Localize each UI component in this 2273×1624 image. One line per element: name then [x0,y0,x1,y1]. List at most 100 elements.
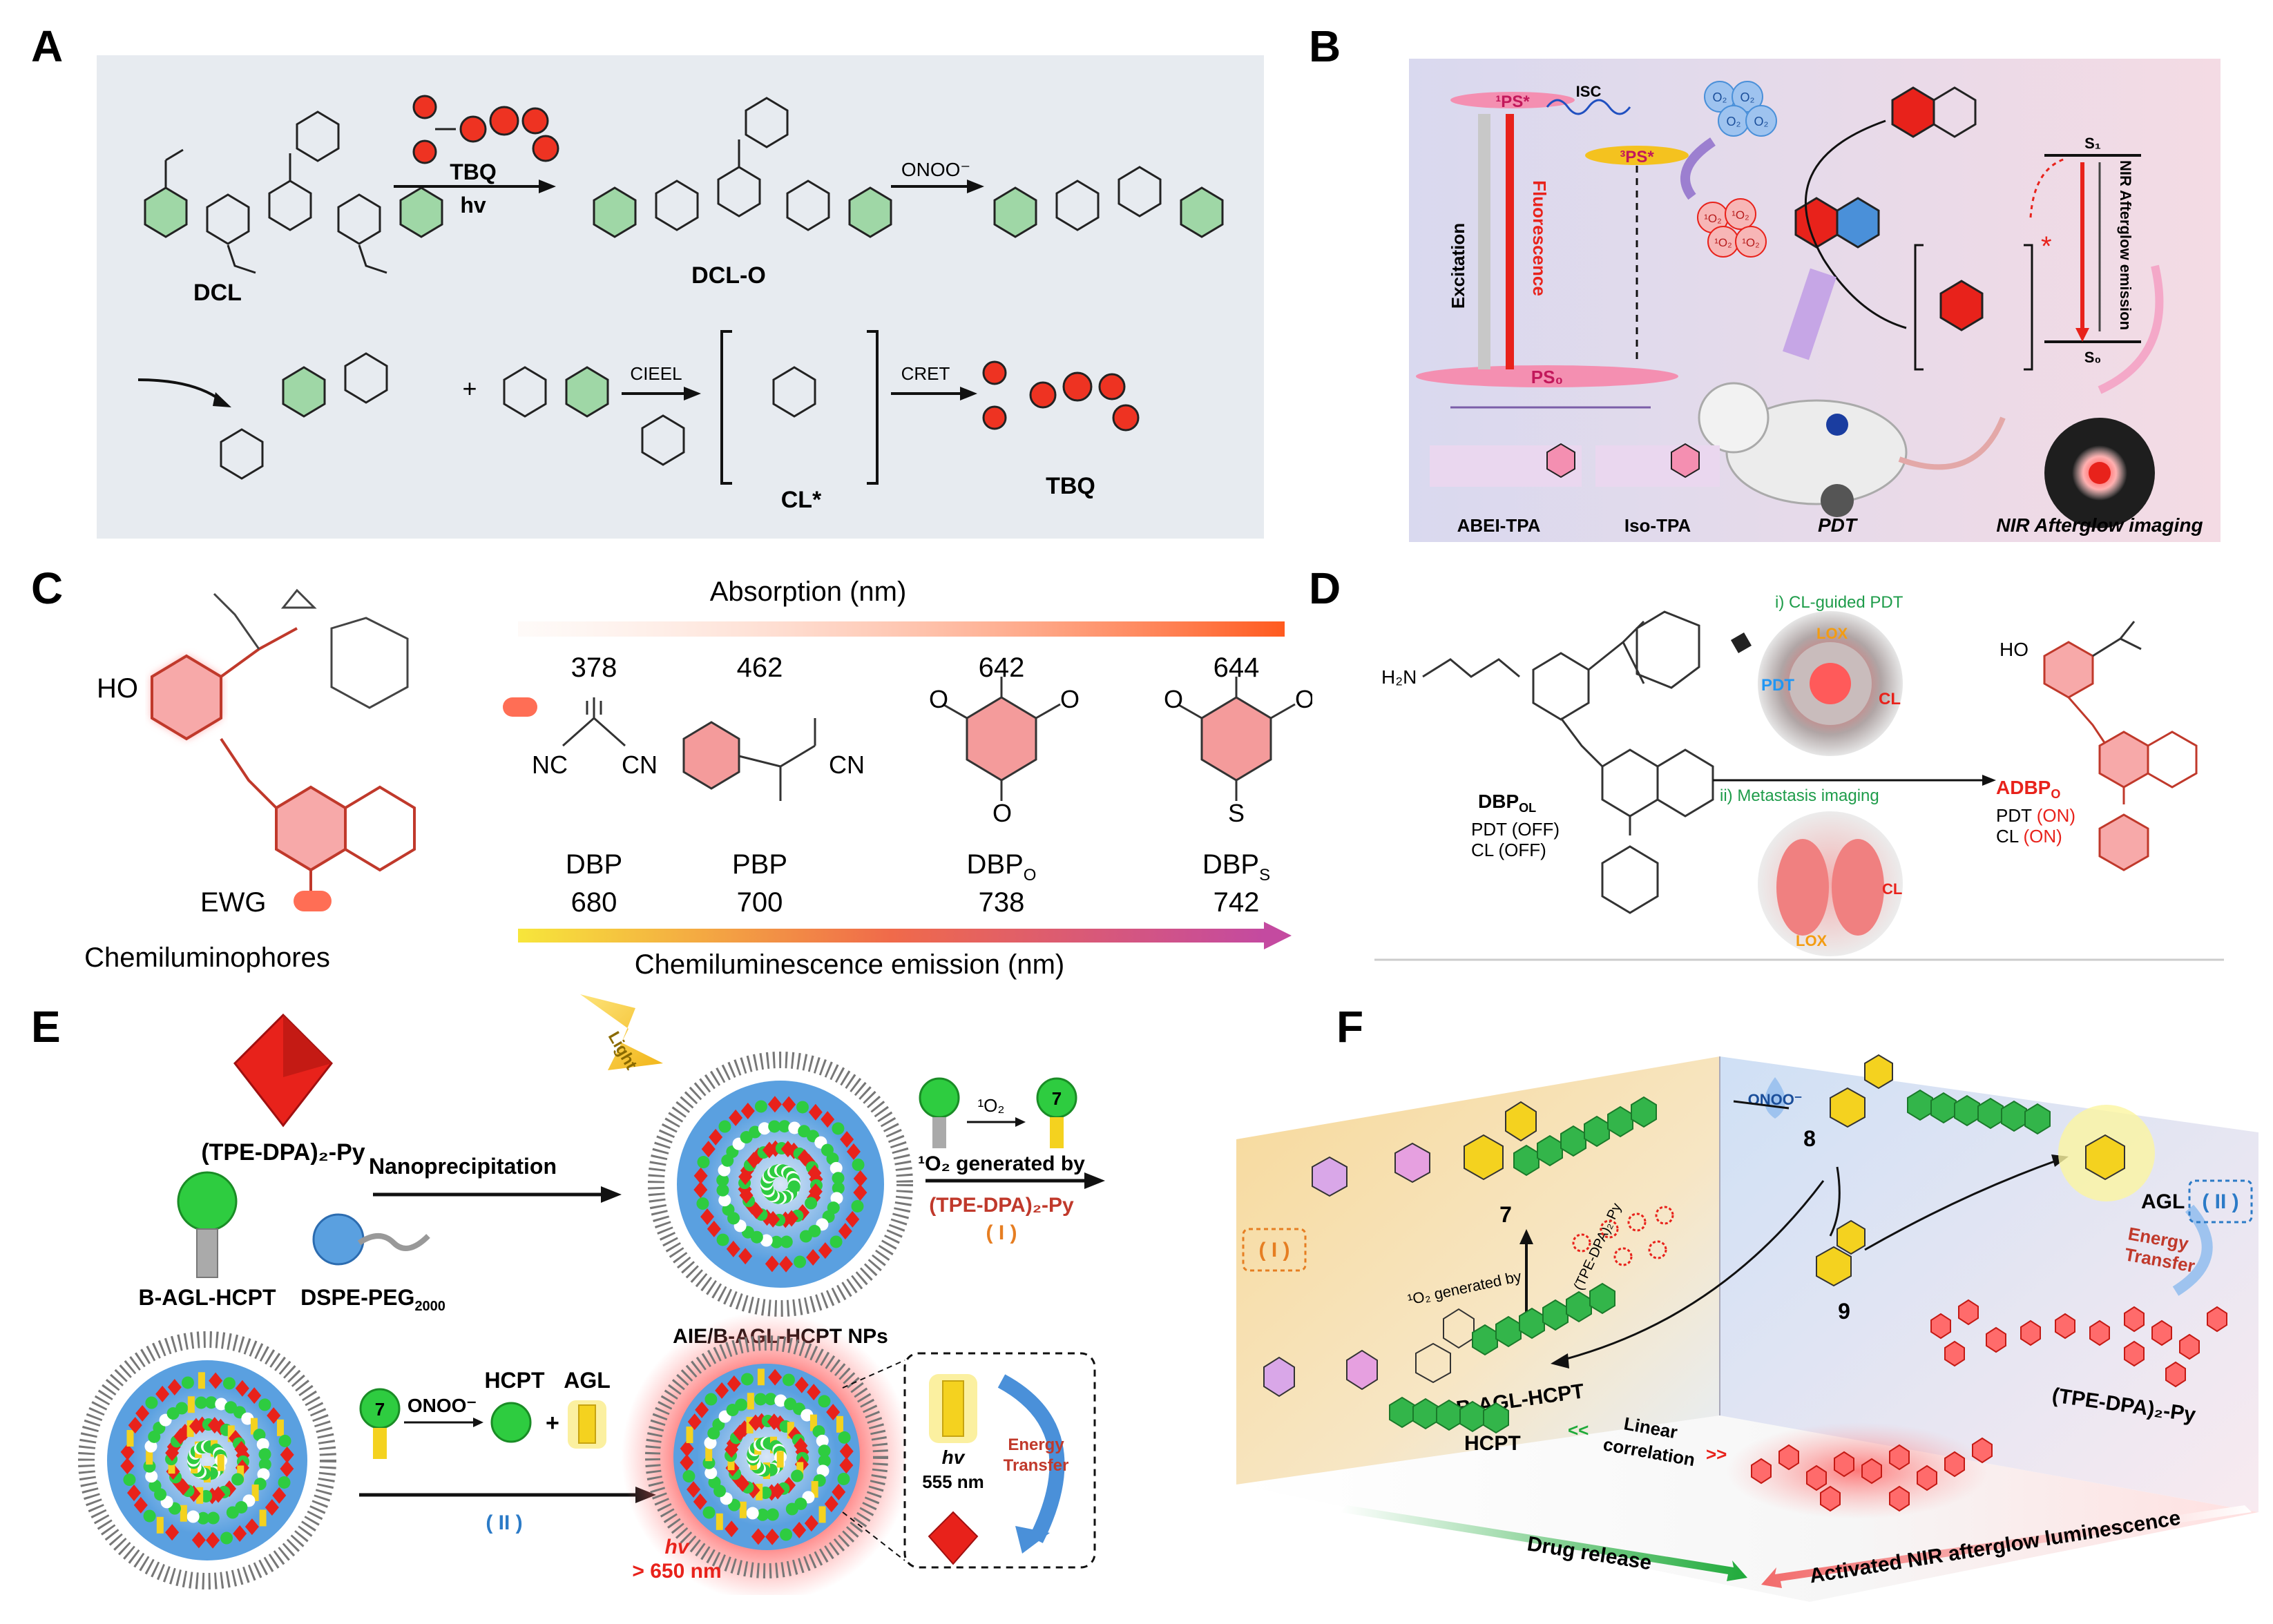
dbps-o-right: O [1295,685,1312,713]
hv-inset-label: hv [942,1447,966,1468]
np-particle [716,1183,729,1197]
ps3-level [1585,146,1689,165]
np-particle [278,1476,291,1489]
np-tpe-core [127,1485,142,1502]
np-agl-rod [716,1513,723,1530]
pdt-on-label: PDT (ON) [1996,805,2075,826]
np-tpe-core [695,1401,709,1418]
np-tpe-core [794,1376,809,1393]
ps1-level [1450,92,1575,108]
np-tpe-core [807,1384,821,1401]
phthalate-structure [1939,280,1984,331]
np-particle [794,1255,807,1268]
dcl-label: DCL [193,280,242,306]
panel-f: ONOO⁻ 7 ¹O₂ generated by (TPE-DPA)₂-Py (… [1236,1054,2258,1602]
isc-wave [1546,99,1631,115]
dbpol-structure [1422,610,1714,914]
tpe-ring [1958,1299,1979,1326]
np-particle [197,1511,210,1525]
absorption-value-0: 378 [571,652,617,683]
np-particle [704,1467,718,1480]
tpe-ring [1930,1313,1951,1340]
np-agl-rod [811,1480,818,1498]
tpe-ring [2089,1320,2110,1346]
np-particle [123,1473,136,1487]
compound7-stem [1050,1117,1064,1148]
np-particle [837,1472,850,1485]
np-tpe-core [738,1248,753,1265]
singlet-o2-label-2: ¹O₂ [1732,209,1749,222]
ewg-marker [503,697,537,717]
dbps-acceptor [1177,677,1296,801]
adamantanone-structure [641,414,685,466]
np-particle [778,1120,791,1133]
nm555-label: 555 nm [922,1471,984,1492]
np-tpe-core [839,1457,854,1474]
emission-value-2: 738 [979,887,1025,918]
np-tpe-core [748,1414,763,1431]
np-tpe-core [853,1170,867,1187]
agl-label-e: AGL [564,1368,611,1393]
np-tpe-core [211,1486,226,1503]
np-particle [816,1464,829,1478]
np-agl-rod [146,1448,153,1465]
dbps-s-bottom: S [1228,799,1245,827]
tpe-ring [1751,1458,1772,1485]
tpe-ring [2151,1320,2172,1346]
np-particle [756,1508,769,1521]
ewg-label: EWG [200,887,267,918]
np-tpe-core [135,1404,150,1422]
np-particle [148,1479,162,1492]
s1-label: S₁ [2084,135,2101,152]
nir-glow-floor [1727,1422,1989,1519]
compound7-label-f: 7 [1499,1202,1512,1227]
step2-label-e: ( II ) [486,1511,522,1534]
nanoprecip-arrowhead [601,1186,622,1203]
hcpt-chain-1 [1513,1096,1657,1177]
np-particle [774,1394,787,1407]
np-particle [768,1120,781,1133]
pbp-acceptor [682,718,816,801]
np-tpe-core [765,1528,780,1545]
np-agl-rod [276,1419,284,1436]
fluorescence-label: Fluorescence [1529,180,1550,296]
dbpo-o-left: O [929,685,948,713]
np-agl-rod [757,1369,765,1386]
np3-shell [673,1364,860,1550]
hcpt-ring [1472,1324,1498,1356]
np-tpe-core [727,1375,741,1393]
hcpt-ring [1560,1125,1586,1157]
np-tpe-core [838,1223,852,1240]
np-tpe-core [693,1167,708,1184]
np-particle [256,1438,269,1451]
np-particle [829,1161,843,1174]
np-particle [780,1235,793,1248]
tpe-ring [1944,1340,1965,1367]
onoo-arrowhead [473,1418,483,1427]
np-tpe-core [687,1413,702,1431]
skull-icon [1821,484,1854,517]
pdt-burst-label: PDT [1761,676,1794,695]
excited-star: * [2041,231,2052,262]
np-agl-rod [187,1396,195,1413]
np-tpe-core [840,1131,854,1148]
panel-b: ¹PS* PS₀ Excitation Fluorescence ISC ³PS… [1409,59,2221,542]
chemiluminophores-label: Chemiluminophores [84,942,330,973]
np-tpe-core [725,1520,739,1538]
o2-label-1: O₂ [1713,90,1727,104]
np-particle [770,1235,783,1248]
np-particle [226,1506,239,1519]
np-particle [735,1398,748,1411]
np3-corona [645,1335,888,1578]
tpe-ring [1917,1464,1937,1491]
hcpt-ring [1542,1299,1569,1331]
np-particle [826,1152,839,1166]
curved-arrowhead [213,392,231,407]
panel-a: DCL TBQ hv DCL-O ONOO⁻ + [97,55,1264,539]
reaction-arrowhead-d [1982,775,1996,786]
np-agl-rod [776,1451,784,1468]
np-agl-rod [727,1453,735,1471]
np-tpe-core [173,1428,188,1445]
ho-label-c: HO [97,673,138,704]
byproduct-structure [220,428,264,480]
